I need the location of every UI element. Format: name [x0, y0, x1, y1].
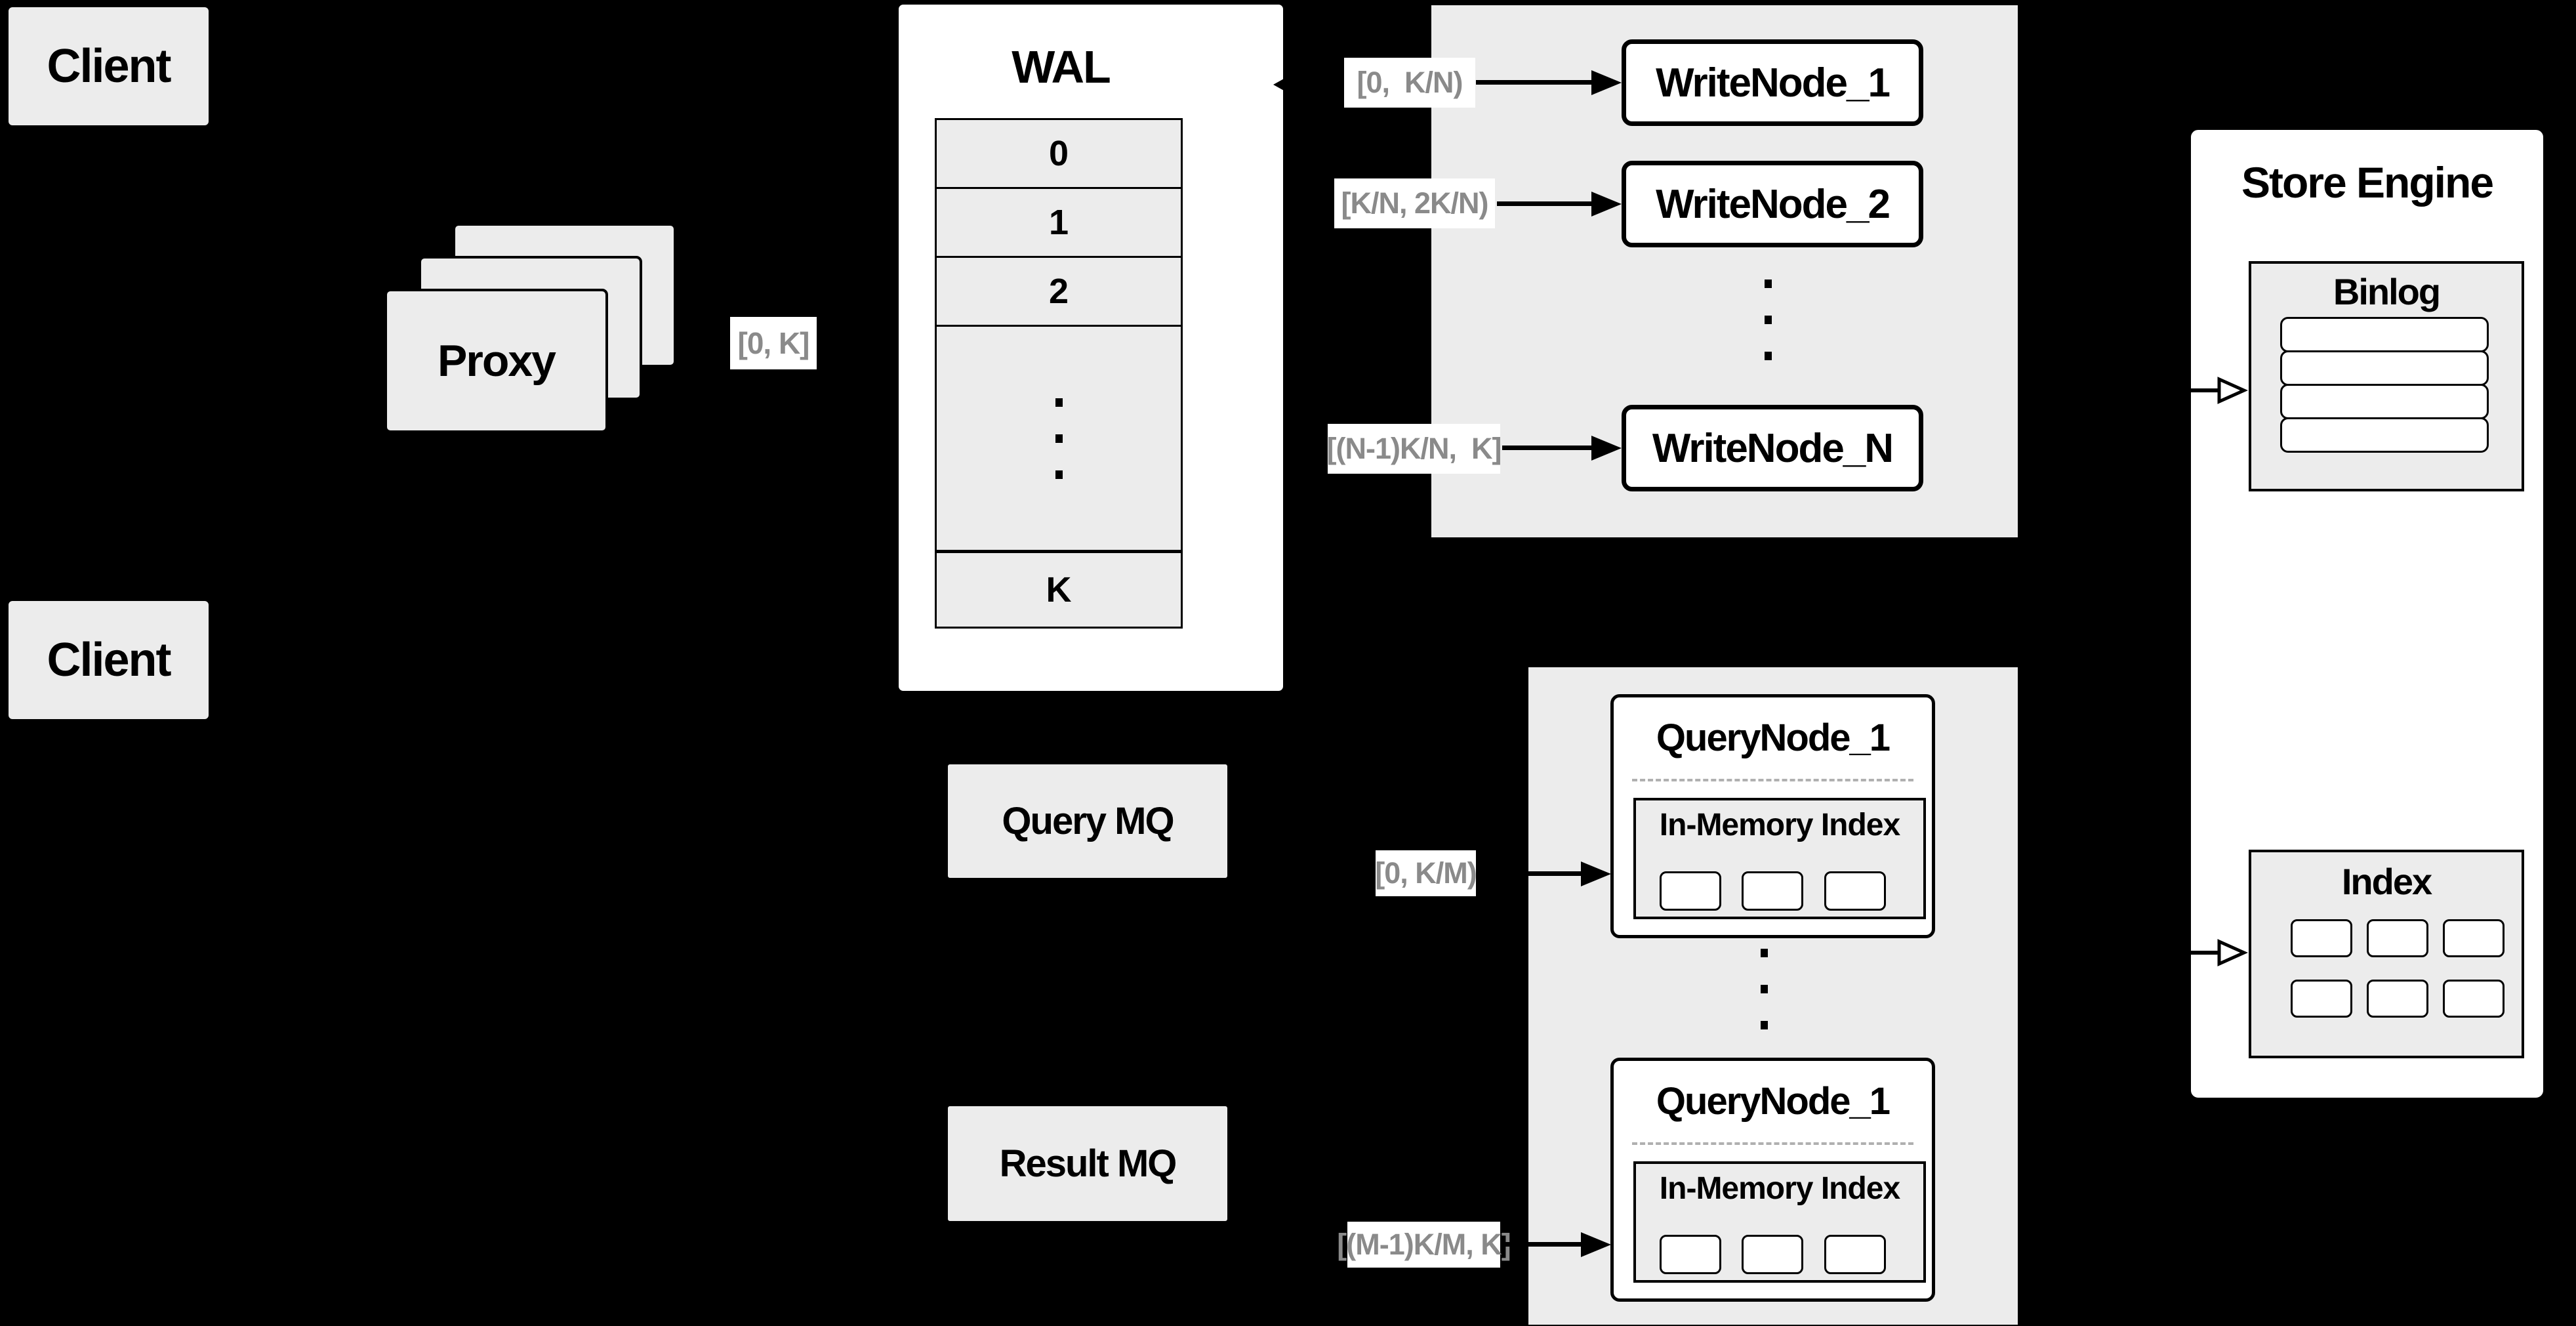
binlog-row — [2280, 417, 2489, 453]
proxy-label: Proxy — [438, 336, 556, 386]
in-memory-index-box-1: In-Memory Index — [1633, 798, 1926, 919]
arrow-to-querynode-2 — [1502, 1242, 1582, 1247]
index-chip — [2367, 919, 2428, 957]
binlog-box: Binlog — [2249, 261, 2524, 491]
index-chip — [2291, 919, 2352, 957]
client-bottom-label: Client — [47, 634, 171, 686]
arrow-to-binlog-hollow-icon — [2188, 377, 2248, 404]
binlog-row — [2280, 384, 2489, 419]
query-mq-node: Query MQ — [946, 762, 1229, 880]
proxy-stack: Proxy — [384, 223, 676, 433]
writenode-n-node: WriteNode_N — [1622, 405, 1923, 491]
edge-label-query-m: [(M-1)K/M, K] — [1337, 1222, 1511, 1268]
index-chip — [2443, 980, 2504, 1018]
edge-label-write-2: [K/N, 2K/N) — [1334, 178, 1495, 228]
writenode-n-label: WriteNode_N — [1652, 425, 1894, 471]
edge-label-query-1: [0, K/M) — [1375, 850, 1477, 896]
edge-label-write-1: [0, K/N) — [1344, 58, 1475, 108]
index-title: Index — [2341, 861, 2432, 902]
arrowhead-writenode-2-icon — [1591, 192, 1622, 217]
index-box: Index — [2249, 850, 2524, 1058]
segment-chip — [1742, 1235, 1803, 1274]
arrowhead-writenode-1-icon — [1591, 70, 1622, 95]
client-bottom-node: Client — [7, 599, 211, 721]
edge-label-proxy-wal: [0, K] — [730, 317, 817, 369]
arrow-to-writenode-2 — [1497, 201, 1594, 206]
writenode-1-label: WriteNode_1 — [1656, 60, 1891, 106]
client-top-label: Client — [47, 40, 171, 93]
segment-chip — [1742, 871, 1803, 911]
arrow-to-writenode-n — [1502, 445, 1594, 450]
querynode-1-node: QueryNode_1 In-Memory Index — [1610, 694, 1935, 938]
wal-row: 1 — [935, 187, 1183, 256]
in-memory-index-box-2: In-Memory Index — [1633, 1161, 1926, 1283]
wal-table: 0 1 2 K — [935, 118, 1183, 629]
segment-chip — [1824, 871, 1886, 911]
query-mq-label: Query MQ — [1002, 800, 1174, 842]
client-top-node: Client — [7, 5, 211, 127]
in-memory-index-title-2: In-Memory Index — [1659, 1171, 1900, 1206]
writenode-2-node: WriteNode_2 — [1622, 161, 1923, 247]
binlog-row — [2280, 317, 2489, 352]
querynode-2-title: QueryNode_1 — [1656, 1080, 1891, 1123]
querynode-1-title: QueryNode_1 — [1656, 716, 1891, 759]
segment-chip — [1660, 1235, 1721, 1274]
wal-row: 2 — [935, 256, 1183, 325]
wal-out-arrow-stub-icon — [1273, 78, 1285, 91]
arrowhead-writenode-n-icon — [1591, 436, 1622, 461]
vertical-ellipsis-icon — [1761, 935, 1768, 1043]
in-memory-index-title-1: In-Memory Index — [1659, 808, 1900, 842]
result-mq-node: Result MQ — [946, 1104, 1229, 1223]
binlog-row — [2280, 350, 2489, 386]
arrow-to-querynode-1 — [1478, 871, 1582, 876]
edge-label-write-n: [(N-1)K/N, K] — [1327, 424, 1502, 474]
arrow-to-writenode-1 — [1476, 80, 1594, 85]
dashed-divider — [1632, 779, 1913, 781]
binlog-title: Binlog — [2333, 271, 2441, 312]
store-engine-title: Store Engine — [2241, 158, 2494, 207]
index-chip — [2367, 980, 2428, 1018]
binlog-rows — [2280, 317, 2489, 453]
segment-chip — [1660, 871, 1721, 911]
arrow-to-index-hollow-icon — [2188, 939, 2248, 966]
index-chip — [2443, 919, 2504, 957]
wal-row-k: K — [935, 550, 1183, 629]
wal-title: WAL — [1012, 41, 1111, 93]
wal-row-ellipsis-cell — [935, 325, 1183, 550]
arrowhead-querynode-1-icon — [1581, 861, 1611, 886]
store-engine-node: Store Engine Binlog Index — [2188, 127, 2546, 1101]
dashed-divider — [1632, 1142, 1913, 1145]
wal-row: 0 — [935, 118, 1183, 187]
writenode-2-label: WriteNode_2 — [1656, 181, 1891, 227]
proxy-front-card: Proxy — [384, 289, 608, 433]
vertical-ellipsis-icon — [1765, 266, 1772, 374]
segment-chip — [1824, 1235, 1886, 1274]
arrowhead-querynode-2-icon — [1581, 1232, 1611, 1257]
writenode-1-node: WriteNode_1 — [1622, 39, 1923, 126]
index-chip — [2291, 980, 2352, 1018]
vertical-ellipsis-icon — [1055, 384, 1063, 493]
querynode-2-node: QueryNode_1 In-Memory Index — [1610, 1058, 1935, 1302]
result-mq-label: Result MQ — [999, 1142, 1177, 1185]
wal-node: WAL 0 1 2 K — [897, 3, 1285, 693]
